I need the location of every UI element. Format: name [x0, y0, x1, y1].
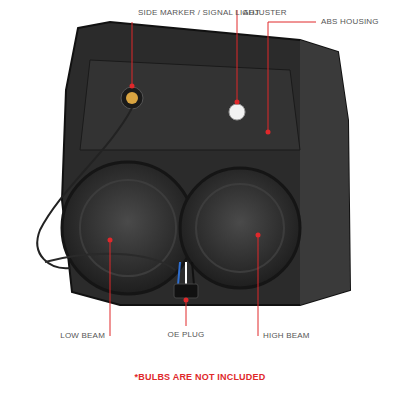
housing — [62, 22, 350, 305]
part-label: OE PLUG — [168, 330, 205, 340]
leader-lines — [110, 10, 316, 336]
leader-line — [268, 22, 316, 132]
note-text: *BULBS ARE NOT INCLUDED — [135, 372, 266, 382]
adjuster-knob — [229, 104, 245, 120]
high-beam-cap — [180, 168, 300, 288]
cap-ring — [196, 184, 284, 272]
wire — [178, 262, 180, 285]
wire — [185, 262, 187, 285]
leader-dot — [184, 298, 189, 303]
part-label: SIDE MARKER / SIGNAL LIGHT — [138, 8, 260, 18]
part-label: LOW BEAM — [60, 331, 105, 341]
leader-dots — [108, 84, 271, 303]
leader-dot — [235, 100, 240, 105]
leader-line — [258, 235, 259, 336]
part-label: ADJUSTER — [243, 8, 287, 18]
socket — [121, 87, 143, 109]
leader-dot — [266, 130, 271, 135]
leader-line — [237, 10, 238, 102]
low-beam-cap — [62, 162, 194, 294]
part-label: HIGH BEAM — [263, 331, 310, 341]
leader-dot — [130, 84, 135, 89]
part-label: ABS HOUSING — [321, 17, 379, 27]
leader-line — [186, 300, 187, 326]
oe-plug — [174, 284, 198, 298]
leader-dot — [256, 233, 261, 238]
leader-dot — [108, 238, 113, 243]
wire — [37, 108, 132, 268]
leader-line — [110, 240, 111, 336]
housing-side — [300, 40, 350, 305]
leader-line — [132, 22, 133, 86]
bulb — [126, 92, 138, 104]
wire — [192, 262, 194, 285]
